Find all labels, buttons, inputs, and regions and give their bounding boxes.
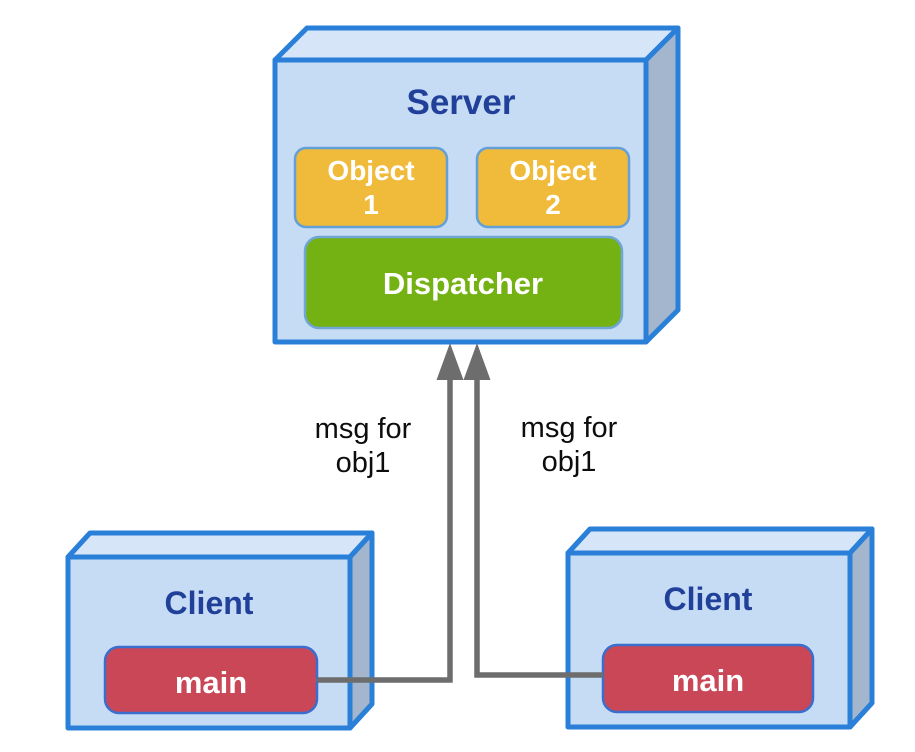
client-right-main-label: main [672,663,744,698]
server-box: Server Object 1 Object 2 Dispatcher [272,25,681,345]
client-right-main-rect [601,643,815,714]
object1-label-line2: 1 [363,189,379,220]
dispatcher-box: Dispatcher [303,235,624,330]
message-arrow-right-shaft [474,376,603,678]
client-left-main-label: main [175,665,247,700]
server-box-top-face [272,25,681,63]
object1-rect [293,146,449,229]
object1-box: Object 1 [293,146,449,229]
message-label-left-line1: msg for [315,413,412,445]
server-box-side-face [643,25,681,345]
object2-label-line1: Object [509,155,596,186]
client-left-title: Client [165,585,254,621]
client-right-title: Client [664,581,753,617]
object2-box: Object 2 [475,146,631,229]
client-right-side-face [847,526,875,730]
client-right-main-box: main [601,643,815,714]
client-right-top-face [565,526,875,556]
message-label-right-line2: obj1 [542,446,597,478]
message-label-right-line1: msg for [521,412,618,444]
client-left-side-face [347,530,375,731]
client-left-main-box: main [103,645,319,715]
client-left-box: Client main [65,530,375,731]
object2-rect [475,146,631,229]
message-arrow-left [317,343,464,683]
message-arrow-left-shaft [317,376,453,683]
message-label-left-line2: obj1 [336,447,391,479]
dispatcher-rect [303,235,624,330]
server-title: Server [407,83,516,122]
object2-label-line2: 2 [545,189,561,220]
message-arrow-right-head [463,343,491,380]
dispatcher-label: Dispatcher [383,266,543,301]
message-label-right: msg for obj1 [521,412,618,478]
message-label-left: msg for obj1 [315,413,412,479]
object1-label-line1: Object [327,155,414,186]
client-left-top-face [65,530,375,560]
message-arrow-left-head [436,343,464,380]
client-right-box: Client main [565,526,875,730]
message-arrow-right [463,343,603,678]
